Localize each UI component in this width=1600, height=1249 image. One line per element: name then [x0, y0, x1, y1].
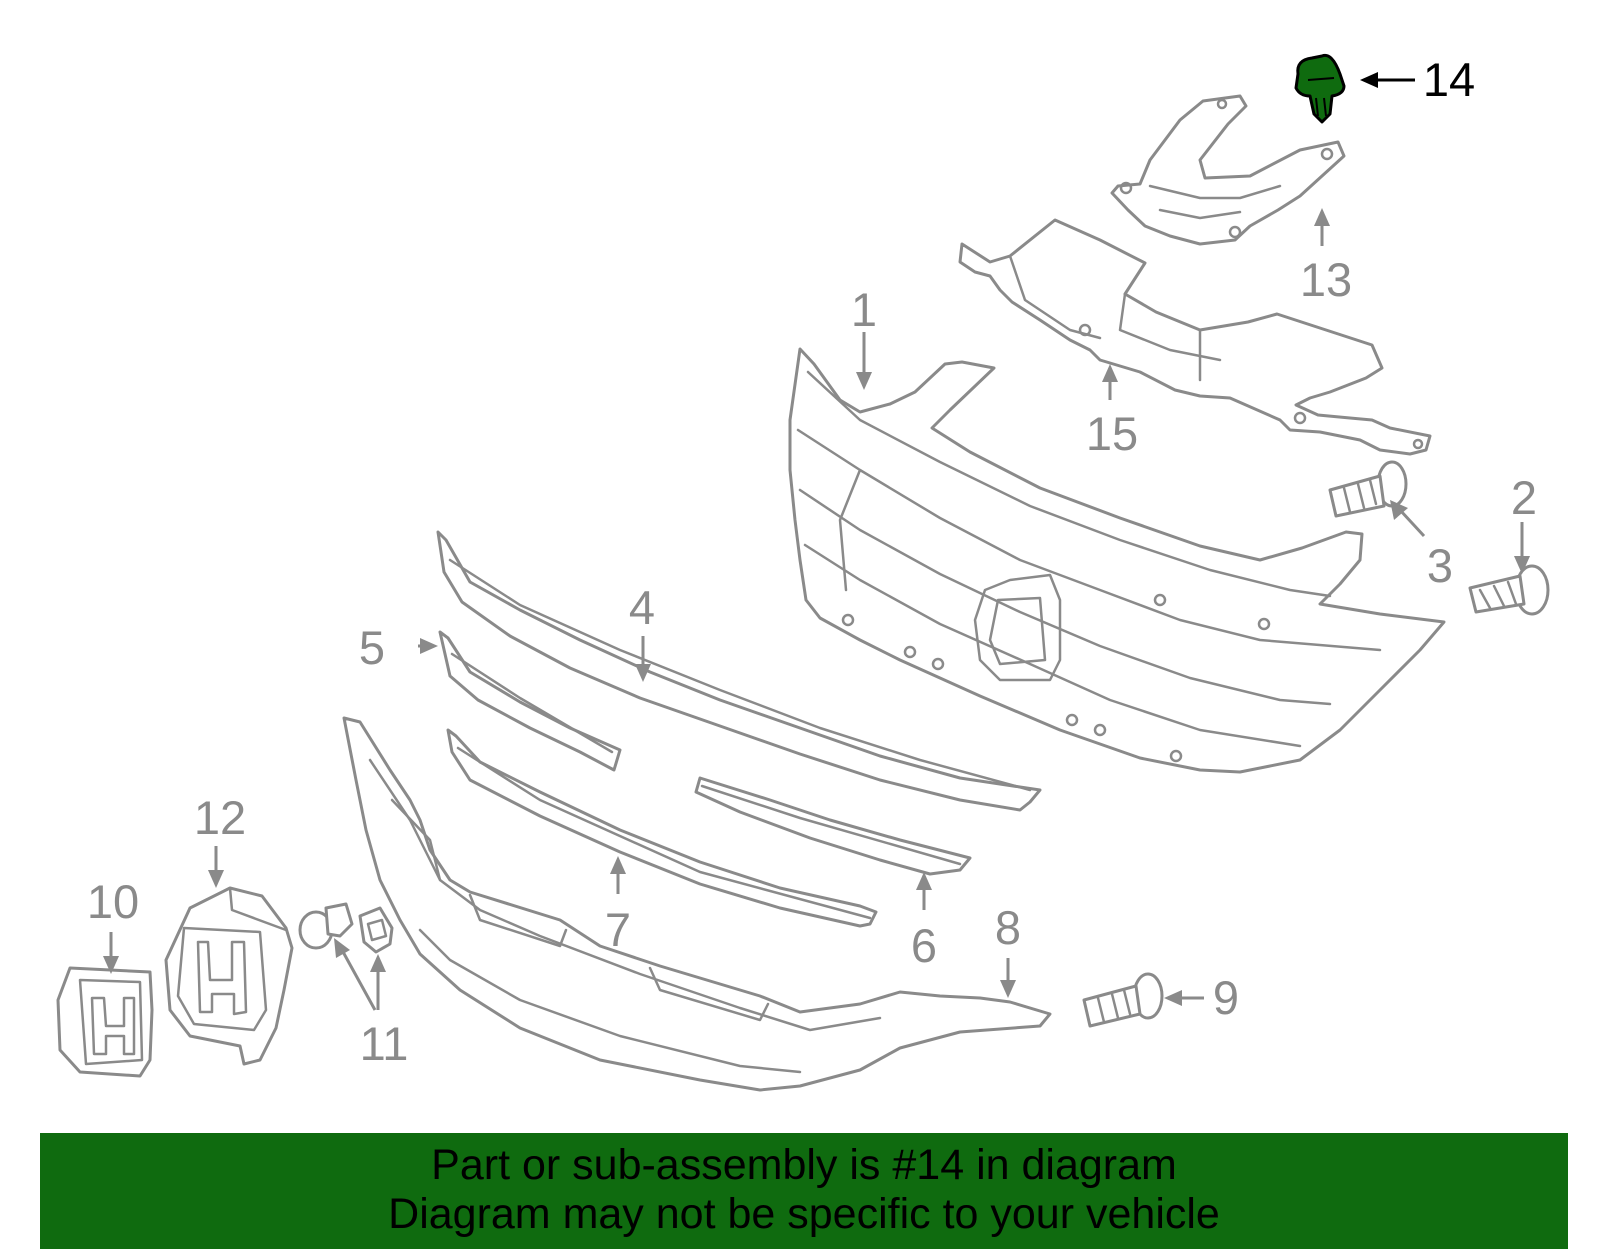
callout-7: 7 [605, 903, 631, 956]
callout-9: 9 [1213, 971, 1239, 1024]
part-12-emblem-base [164, 886, 294, 1066]
callout-5: 5 [359, 621, 385, 674]
callout-15: 15 [1086, 407, 1138, 460]
part-11-clips [298, 902, 394, 954]
banner-line-part: Part or sub-assembly is #14 in diagram [431, 1141, 1177, 1189]
arrowhead-1 [856, 372, 872, 390]
arrowhead-10 [103, 956, 119, 974]
leader-lines [103, 72, 1530, 1011]
part-3-bolt [1328, 460, 1408, 518]
callout-3: 3 [1427, 539, 1453, 592]
callout-2: 2 [1511, 471, 1537, 524]
callout-13: 13 [1300, 253, 1352, 306]
banner-line-disclaimer: Diagram may not be specific to your vehi… [388, 1190, 1220, 1238]
arrowhead-11b [370, 954, 386, 972]
part-14-clip [1294, 53, 1346, 124]
part-9-bolt [1082, 972, 1164, 1028]
callout-11: 11 [360, 1017, 409, 1070]
part-5-molding [438, 630, 622, 772]
part-2-bolt [1468, 564, 1550, 616]
info-banner: Part or sub-assembly is #14 in diagram D… [40, 1133, 1568, 1249]
part-13-bracket [1110, 94, 1346, 246]
arrowhead-8 [1000, 980, 1016, 998]
callout-labels: 1 2 3 4 5 6 7 8 9 10 11 12 13 14 15 [87, 53, 1537, 1070]
callout-1: 1 [851, 283, 877, 336]
part-4-molding [436, 530, 1042, 812]
arrowhead-9 [1164, 990, 1182, 1006]
arrowhead-5 [420, 638, 438, 654]
arrowhead-6 [916, 872, 932, 890]
arrowhead-2 [1514, 556, 1530, 574]
callout-10: 10 [87, 875, 139, 928]
arrowhead-14 [1360, 72, 1378, 88]
arrowhead-7 [610, 856, 626, 874]
arrowhead-4 [635, 664, 651, 682]
part-6-molding [694, 776, 972, 876]
part-7-molding [446, 728, 878, 928]
callout-6: 6 [911, 919, 937, 972]
arrowhead-11a [334, 938, 350, 958]
part-1-grille [788, 347, 1446, 774]
arrowhead-12 [208, 870, 224, 888]
arrowhead-3 [1390, 500, 1408, 520]
part-10-emblem [56, 966, 154, 1078]
callout-12: 12 [194, 791, 246, 844]
callout-14: 14 [1423, 53, 1475, 106]
callout-8: 8 [995, 901, 1021, 954]
part-15-bracket [958, 218, 1432, 456]
arrowhead-15 [1102, 364, 1118, 382]
callout-4: 4 [629, 581, 655, 634]
arrowhead-13 [1314, 208, 1330, 226]
part-8-lower-grille [342, 716, 1052, 1092]
